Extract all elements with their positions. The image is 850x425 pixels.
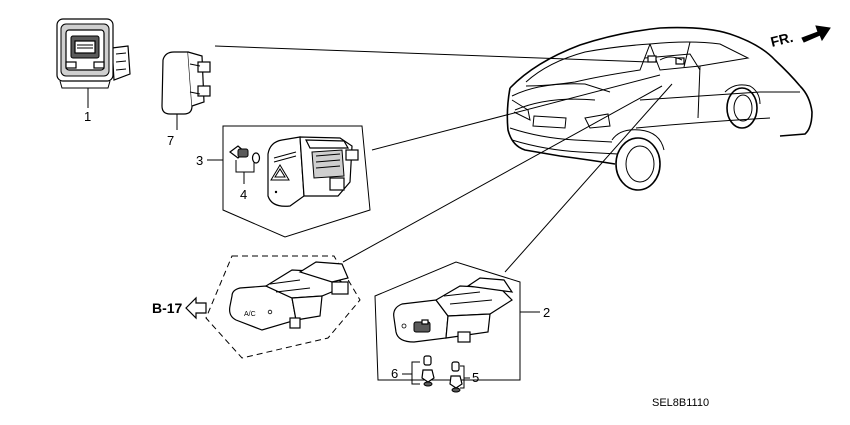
defroster-box bbox=[374, 261, 521, 381]
ac-switch-text: A/C bbox=[244, 311, 256, 318]
ac-switch-icon: A/C bbox=[229, 261, 349, 331]
switch-assembly-icon bbox=[56, 18, 131, 108]
callout-1: 1 bbox=[84, 109, 91, 124]
callout-5: 5 bbox=[472, 370, 479, 385]
car-outline-icon bbox=[506, 26, 813, 191]
callout-4: 4 bbox=[240, 187, 247, 202]
bulb-icon bbox=[421, 355, 463, 393]
callout-3: 3 bbox=[196, 153, 203, 168]
front-direction-label: FR. bbox=[769, 29, 795, 50]
callout-2: 2 bbox=[543, 305, 550, 320]
callout-6: 6 bbox=[391, 366, 398, 381]
blank-cover-icon bbox=[161, 51, 211, 130]
callout-7: 7 bbox=[167, 133, 174, 148]
arrow-left-icon bbox=[185, 296, 207, 320]
hazard-switch-icon bbox=[267, 136, 359, 207]
diagram-code: SEL8B1110 bbox=[652, 397, 709, 409]
defroster-switch-icon bbox=[393, 277, 514, 343]
arrow-right-icon bbox=[801, 25, 831, 43]
reference-label: B-17 bbox=[152, 300, 183, 316]
ac-switch-box bbox=[205, 255, 361, 359]
bulb-icon bbox=[229, 145, 261, 164]
hazard-box bbox=[222, 125, 371, 238]
